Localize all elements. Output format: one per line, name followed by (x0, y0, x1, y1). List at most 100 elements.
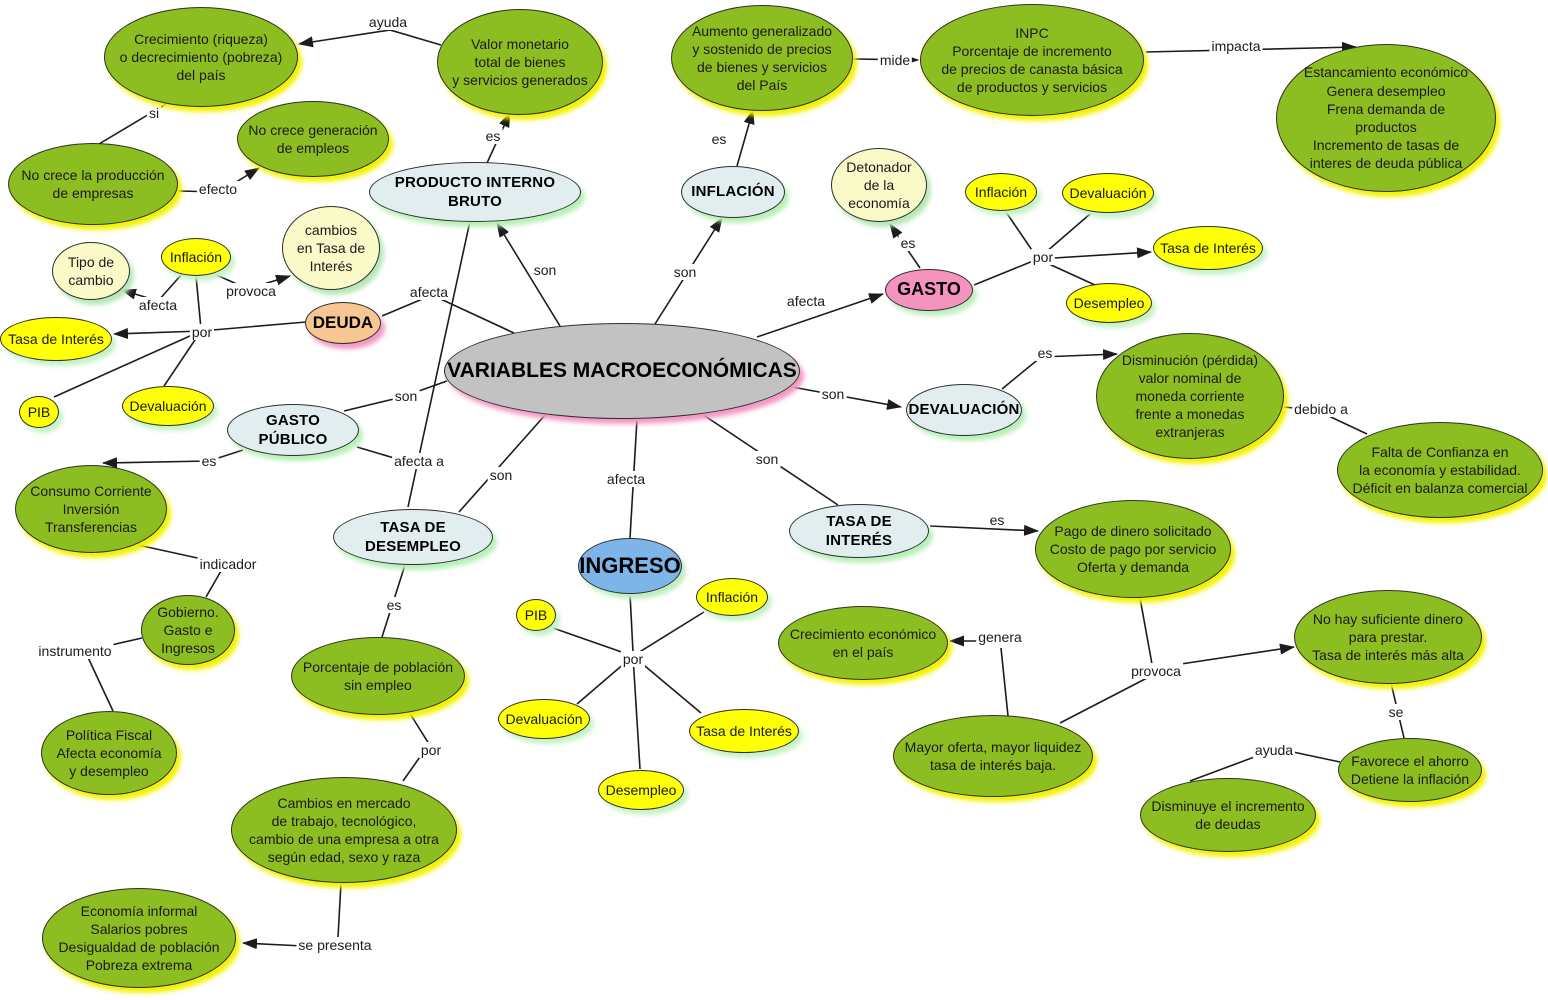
node-producto-interno-bruto[interactable]: PRODUCTO INTERNO BRUTO (369, 162, 581, 222)
edge-line-38 (629, 593, 634, 653)
edge-label-18: es (1035, 345, 1055, 361)
edge-line-28 (929, 524, 1039, 536)
edge-label-21: afecta a (392, 453, 446, 469)
edge-label-1: si (146, 105, 162, 121)
node-economia-informal[interactable]: Economía informal Salarios pobres Desigu… (42, 888, 236, 988)
edge-label-32: se (1386, 704, 1406, 720)
edge-line-16 (381, 294, 515, 334)
edge-line-19 (195, 275, 202, 330)
edge-line-20 (113, 328, 202, 340)
edge-label-19: debido a (1292, 401, 1350, 417)
node-politica-fiscal[interactable]: Política Fiscal Afecta economía y desemp… (41, 711, 177, 795)
edge-line-29 (1139, 597, 1153, 665)
node-ingreso[interactable]: INGRESO (578, 538, 682, 594)
node-inflacion-gasto[interactable]: Inflación (965, 173, 1037, 211)
node-no-hay-dinero[interactable]: No hay suficiente dinero para prestar. T… (1294, 590, 1482, 684)
node-inflacion-ingreso[interactable]: Inflación (696, 578, 768, 616)
node-disminuye-deudas[interactable]: Disminuye el incremento de deudas (1140, 778, 1316, 852)
edge-label-8: son (671, 264, 699, 280)
edge-line-14 (1037, 247, 1152, 260)
edge-label-10: afecta (784, 293, 828, 309)
node-desempleo-ingreso[interactable]: Desempleo (598, 770, 684, 810)
edge-label-24: son (753, 451, 781, 467)
node-tasa-interes-left[interactable]: Tasa de Interés (0, 317, 112, 361)
node-estancamiento[interactable]: Estancamiento económico Genera desempleo… (1276, 44, 1496, 192)
edge-line-6 (736, 109, 755, 167)
node-detonador-economia[interactable]: Detonador de la economía (831, 148, 927, 222)
edge-line-40 (632, 611, 705, 657)
node-crecimiento-economico[interactable]: Crecimiento económico en el país (778, 606, 948, 680)
edge-line-9 (756, 293, 884, 338)
edge-label-11: por (1030, 249, 1056, 265)
edge-line-30 (1160, 643, 1295, 668)
node-variables-macroeconomicas[interactable]: VARIABLES MACROECONÓMICAS (444, 323, 800, 419)
edge-line-44 (458, 413, 547, 513)
edge-label-13: provoca (224, 283, 278, 299)
edge-label-22: son (487, 467, 515, 483)
node-no-crece-empleos[interactable]: No crece generación de empleos (237, 101, 389, 177)
node-tasa-desempleo[interactable]: TASA DE DESEMPLEO (333, 509, 493, 565)
node-crecimiento-pais[interactable]: Crecimiento (riqueza) o decrecimiento (p… (104, 7, 298, 107)
edge-line-39 (552, 627, 634, 657)
edge-label-33: ayuda (1252, 742, 1296, 758)
edge-label-26: indicador (197, 556, 259, 572)
node-tasa-interes-ingreso[interactable]: Tasa de Interés (689, 709, 799, 753)
edge-label-9: es (898, 235, 918, 251)
node-devaluacion-gasto[interactable]: Devaluación (1062, 173, 1154, 213)
edge-label-4: es (709, 131, 729, 147)
edge-line-11 (973, 258, 1039, 286)
node-aumento-precios[interactable]: Aumento generalizado y sostenido de prec… (671, 5, 853, 111)
node-pib-ingreso[interactable]: PIB (516, 599, 556, 631)
node-favorece-ahorro[interactable]: Favorece el ahorro Detiene la inflación (1338, 738, 1482, 802)
node-tasa-interes-main[interactable]: TASA DE INTERÉS (789, 504, 929, 558)
edge-label-3: efecto (196, 181, 240, 197)
edge-line-31 (1059, 677, 1148, 724)
edge-label-7: son (531, 262, 559, 278)
edge-line-23 (200, 321, 307, 332)
edge-label-16: son (392, 388, 420, 404)
edge-label-12: afecta (407, 284, 451, 300)
node-inflacion-main[interactable]: INFLACIÓN (681, 166, 785, 218)
node-porcentaje-poblacion[interactable]: Porcentaje de población sin empleo (291, 637, 465, 715)
node-tipo-de-cambio[interactable]: Tipo de cambio (52, 242, 130, 300)
node-gasto[interactable]: GASTO (885, 269, 973, 311)
node-disminucion-valor[interactable]: Disminución (pérdida) valor nominal de m… (1096, 333, 1284, 459)
edge-label-0: ayuda (366, 14, 410, 30)
node-gasto-publico[interactable]: GASTO PÚBLICO (227, 404, 359, 456)
edge-line-0 (298, 29, 442, 48)
edge-label-17: son (819, 386, 847, 402)
edge-line-4 (496, 222, 561, 327)
node-no-crece-empresas[interactable]: No crece la producción de empresas (8, 143, 178, 225)
node-devaluacion-left[interactable]: Devaluación (122, 386, 214, 426)
node-tasa-interes-gasto[interactable]: Tasa de Interés (1153, 226, 1263, 270)
edge-label-14: afecta (136, 297, 180, 313)
node-cambios-mercado[interactable]: Cambios en mercado de trabajo, tecnológi… (231, 777, 457, 883)
node-valor-monetario[interactable]: Valor monetario total de bienes y servic… (437, 9, 603, 115)
node-inflacion-left[interactable]: Inflación (161, 238, 231, 276)
edge-line-24 (791, 386, 902, 410)
edge-line-54 (242, 938, 304, 950)
node-consumo-corriente[interactable]: Consumo Corriente Inversión Transferenci… (15, 465, 167, 553)
edge-line-21 (53, 330, 202, 398)
node-deuda[interactable]: DEUDA (305, 302, 381, 344)
edge-line-32 (1000, 647, 1009, 717)
edge-line-22 (163, 330, 202, 387)
edge-label-35: se presenta (296, 937, 374, 953)
node-gobierno[interactable]: Gobierno. Gasto e Ingresos (141, 595, 235, 665)
node-falta-confianza[interactable]: Falta de Confianza en la economía y esta… (1337, 422, 1543, 518)
node-devaluacion-ingreso[interactable]: Devaluación (498, 699, 590, 739)
edge-label-5: mide (877, 52, 913, 68)
edge-label-2: es (483, 128, 503, 144)
node-devaluacion-main[interactable]: DEVALUACIÓN (906, 384, 1022, 436)
edge-line-36 (1189, 755, 1258, 782)
node-pago-dinero[interactable]: Pago de dinero solicitado Costo de pago … (1035, 500, 1231, 598)
node-mayor-oferta[interactable]: Mayor oferta, mayor liquidez tasa de int… (893, 715, 1093, 797)
edge-label-31: provoca (1129, 663, 1183, 679)
edge-line-43 (632, 655, 641, 770)
node-inpc[interactable]: INPC Porcentaje de incremento de precios… (920, 4, 1144, 116)
node-cambios-tasa-interes[interactable]: cambios en Tasa de Interés (282, 206, 380, 290)
edge-label-6: impacta (1209, 38, 1263, 54)
node-pib-left[interactable]: PIB (19, 396, 59, 428)
node-desempleo-gasto[interactable]: Desempleo (1066, 283, 1152, 323)
